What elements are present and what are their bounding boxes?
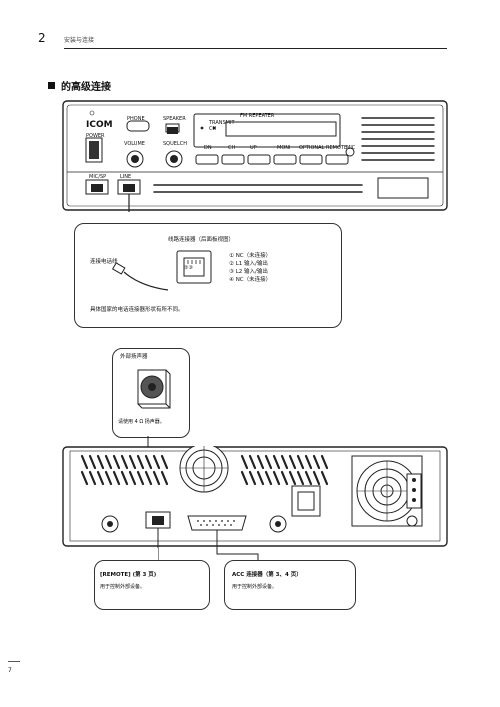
- remote-callout-desc: 用于控制外部设备。: [100, 584, 146, 590]
- page-number: 7: [8, 667, 12, 674]
- power-label: POWER: [86, 133, 105, 139]
- pin-2-row: ② L1 输入/输出: [229, 260, 268, 268]
- line-label: LINE: [120, 174, 132, 180]
- rear-panel-illustration: [62, 446, 448, 548]
- jack-pin-2: ②: [184, 265, 189, 271]
- jack-pin-3: ③: [188, 265, 193, 271]
- button-label-moni: MONI: [277, 145, 291, 151]
- footer-rule: [8, 661, 20, 662]
- squelch-label: SQUELCH: [163, 141, 187, 147]
- pin-1-number: ①: [229, 253, 234, 259]
- speaker-callout-note: 请使用 4 Ω 扬声器。: [118, 419, 165, 425]
- led-label-transmit: TRANSMIT: [209, 120, 235, 126]
- button-label-ch: CH: [228, 145, 236, 151]
- remote-callout: [94, 560, 210, 610]
- header-rule: [64, 48, 447, 49]
- section-heading: 的高级连接: [48, 78, 111, 93]
- external-speaker-illustration: [137, 369, 171, 409]
- pin-2-number: ②: [229, 261, 234, 267]
- button-label-optional: OPTIONAL: [299, 145, 325, 151]
- pin-2-desc: L1 输入/输出: [235, 261, 268, 267]
- chapter-number: 2: [38, 31, 46, 45]
- brand-logo-text: ICOM: [86, 120, 113, 130]
- button-label-remote: REMOTE: [326, 145, 348, 151]
- phone-cable-illustration: [111, 262, 169, 291]
- mic-label: MIC: [346, 145, 356, 151]
- speaker-label: SPEAKER: [163, 116, 186, 122]
- bullet-square-icon: [48, 82, 55, 89]
- line-jack-illustration: [176, 250, 212, 284]
- line-callout-note: 具体国家的电话连接器形状有所不同。: [90, 307, 184, 313]
- display-title: FM REPEATER: [240, 113, 275, 119]
- acc-callout: [224, 560, 356, 610]
- line-callout-title: 线路连接器（后面板视图）: [168, 237, 235, 243]
- mic-sp-label: MIC/SP: [89, 174, 107, 180]
- remote-callout-title: [REMOTE] (第 3 页): [100, 572, 157, 578]
- pin-4-row: ④ NC（未连接）: [229, 276, 271, 284]
- chapter-title: 安装与连接: [64, 37, 95, 44]
- pin-3-desc: L2 输入/输出: [235, 269, 268, 275]
- pin-3-row: ③ L2 输入/输出: [229, 268, 268, 276]
- section-heading-text: 的高级连接: [61, 82, 111, 93]
- button-label-dn: DN: [204, 145, 212, 151]
- jack-pin-numbers: ②③: [184, 265, 193, 272]
- speaker-leader-line: [147, 436, 149, 448]
- pin-3-number: ③: [229, 269, 234, 275]
- acc-callout-title: ACC 连接器（第 3、4 页）: [232, 572, 302, 578]
- phone-line-label: 连接电话线: [90, 259, 118, 265]
- pin-4-number: ④: [229, 277, 234, 283]
- rear-leader-lines: [158, 548, 259, 560]
- acc-callout-desc: 用于控制外部设备。: [232, 584, 278, 590]
- volume-label: VOLUME: [124, 141, 145, 147]
- front-panel-illustration: [62, 100, 448, 212]
- button-label-up: UP: [250, 145, 257, 151]
- phone-label: PHONE: [127, 116, 145, 122]
- pin-4-desc: NC（未连接）: [235, 277, 272, 283]
- speaker-callout-title: 外部扬声器: [120, 354, 148, 360]
- pin-1-desc: NC（未连接）: [235, 253, 272, 259]
- led-label-ch: CH: [209, 126, 217, 132]
- pin-1-row: ① NC（未连接）: [229, 252, 271, 260]
